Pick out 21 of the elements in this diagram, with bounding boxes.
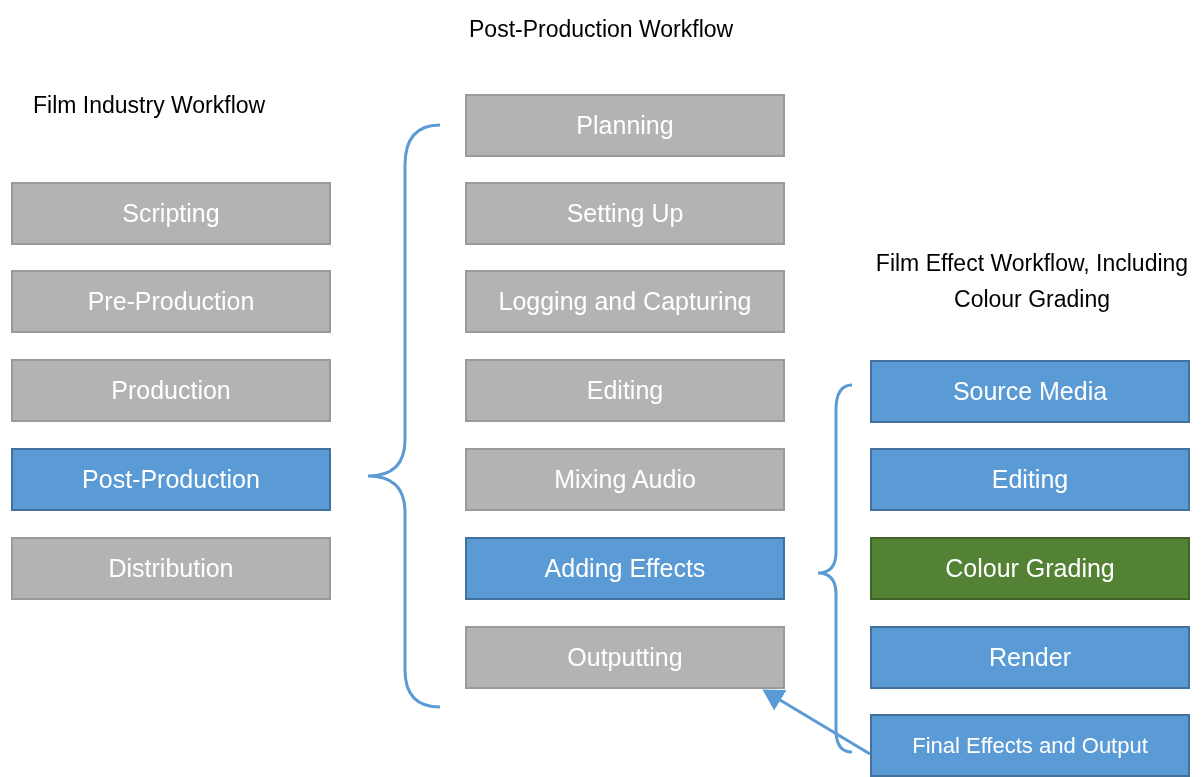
process-box: Mixing Audio — [465, 448, 785, 511]
process-box: Scripting — [11, 182, 331, 245]
process-box: Planning — [465, 94, 785, 157]
process-box: Editing — [870, 448, 1190, 511]
process-box: Colour Grading — [870, 537, 1190, 600]
process-box: Render — [870, 626, 1190, 689]
process-box: Adding Effects — [465, 537, 785, 600]
process-box: Outputting — [465, 626, 785, 689]
process-box: Pre-Production — [11, 270, 331, 333]
process-box: Logging and Capturing — [465, 270, 785, 333]
process-box: Final Effects and Output — [870, 714, 1190, 777]
process-box: Source Media — [870, 360, 1190, 423]
process-box: Post-Production — [11, 448, 331, 511]
process-box: Setting Up — [465, 182, 785, 245]
process-box: Editing — [465, 359, 785, 422]
arrow — [762, 689, 871, 756]
process-box: Production — [11, 359, 331, 422]
process-box: Distribution — [11, 537, 331, 600]
column-heading: Film Effect Workflow, Including Colour Grading — [874, 249, 1190, 314]
title: Post-Production Workflow — [469, 15, 734, 44]
column-heading: Film Industry Workflow — [33, 91, 266, 120]
